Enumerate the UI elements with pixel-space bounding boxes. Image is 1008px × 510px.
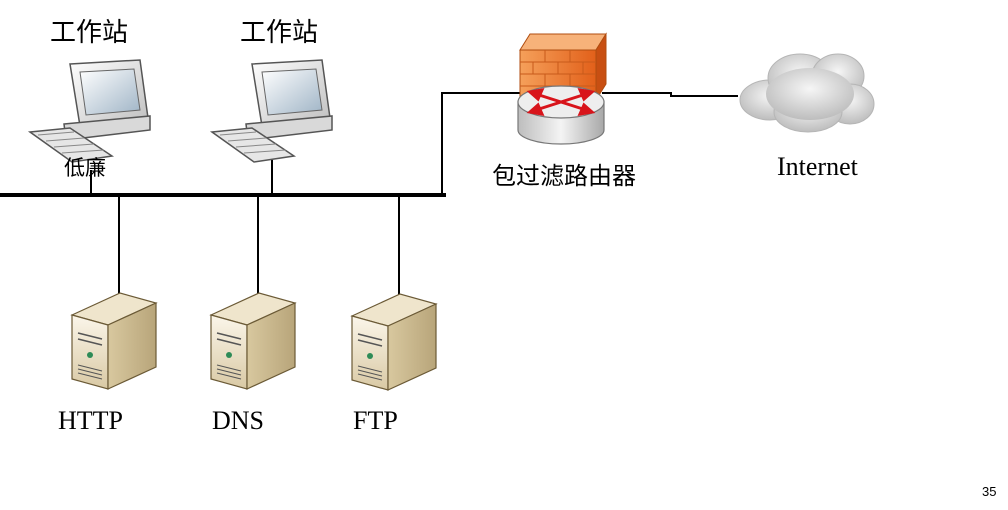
workstation-1-label: 工作站 xyxy=(50,18,129,48)
workstation-icon xyxy=(27,59,151,163)
server-icon xyxy=(350,293,438,391)
cloud-icon xyxy=(739,53,875,133)
dns-server-label: DNS xyxy=(212,406,265,435)
ftp-server-label: FTP xyxy=(353,406,398,435)
server-icon xyxy=(70,292,158,390)
router-link xyxy=(441,92,520,195)
internet-link xyxy=(602,92,738,97)
workstation-2-label: 工作站 xyxy=(240,18,319,48)
firewall-router-icon xyxy=(517,32,607,145)
workstation-1-sublabel: 低廉 xyxy=(64,156,106,180)
router-label: 包过滤路由器 xyxy=(492,162,636,190)
firewall-wall xyxy=(519,33,607,51)
page-number: 35 xyxy=(982,484,997,499)
router-arrows xyxy=(526,88,596,116)
workstation-icon xyxy=(209,59,333,163)
internet-label: Internet xyxy=(777,152,858,181)
server-icon xyxy=(209,292,297,390)
http-server-label: HTTP xyxy=(58,406,123,435)
